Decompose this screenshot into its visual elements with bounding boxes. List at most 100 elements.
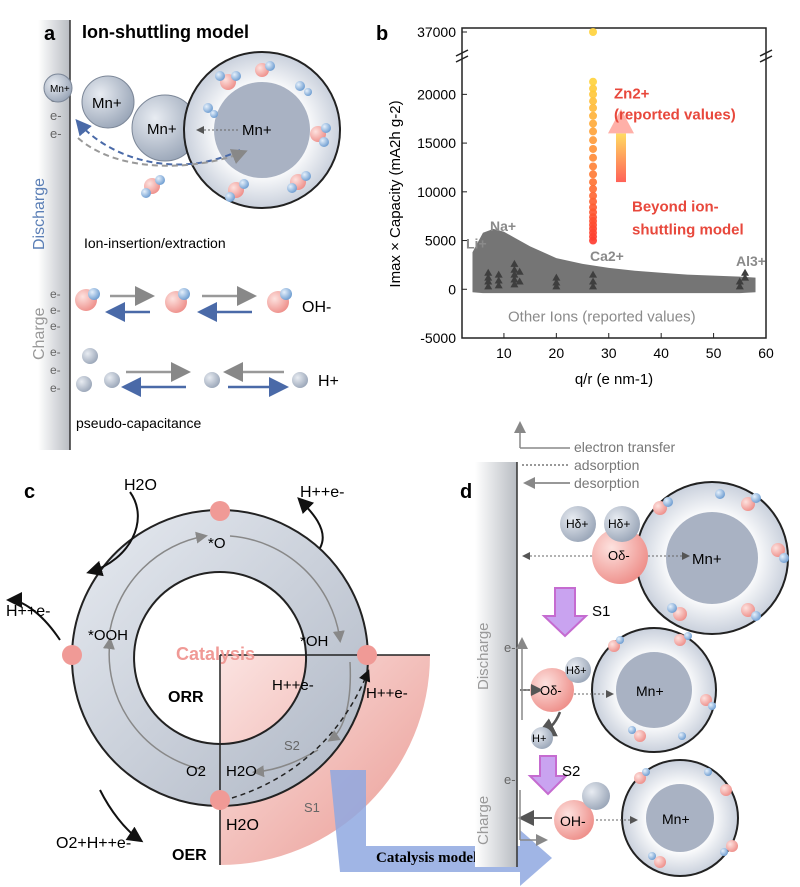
d-electron: e- — [504, 772, 516, 787]
node-o — [210, 501, 230, 521]
other-ion-point — [552, 282, 561, 290]
oh-label: OH- — [302, 299, 331, 316]
axis-break-mark — [455, 49, 469, 57]
electron-label: e- — [50, 381, 61, 395]
zn-point — [589, 170, 598, 179]
other-ion-point — [510, 275, 519, 283]
other-ion-point — [510, 265, 519, 273]
annotation-na: Na+ — [490, 218, 516, 234]
annotation-al: Al3+ — [736, 253, 766, 269]
annotation-beyond-1: Beyond ion- — [632, 198, 719, 215]
charge-label-a: Charge — [31, 307, 48, 360]
y-tick-label: -5000 — [420, 330, 456, 346]
d-bottom-ion: Mn+ — [662, 811, 690, 827]
x-tick-label: 20 — [549, 345, 565, 361]
c-h2o-bottom: H2O — [226, 817, 259, 834]
other-ion-point — [735, 277, 744, 285]
y-tick-label: 10000 — [417, 184, 456, 200]
y-tick-label: 15000 — [417, 135, 456, 151]
zn-point — [589, 104, 598, 113]
d-mid-h-free: H+ — [532, 733, 546, 745]
charge-arrow — [77, 137, 248, 167]
other-ion-point — [515, 277, 524, 285]
panel-label-b: b — [376, 23, 388, 45]
other-ion-point — [589, 277, 598, 285]
other-ion-point — [494, 281, 503, 289]
s2-arrow — [527, 755, 569, 796]
zn-point — [589, 97, 598, 106]
y-tick-label: 37000 — [417, 24, 456, 40]
zn-point — [589, 144, 598, 153]
zn-point — [589, 178, 598, 187]
water-molecules — [141, 61, 331, 202]
other-ion-point — [510, 259, 519, 267]
node-oh — [357, 645, 377, 665]
x-tick-label: 10 — [496, 345, 512, 361]
c-hplus-right: H++e- — [366, 685, 408, 702]
d-s2: S2 — [562, 763, 580, 780]
discharge-label-a: Discharge — [31, 178, 48, 250]
c-s2: S2 — [284, 738, 300, 753]
c-hplus-mid: H++e- — [272, 677, 314, 694]
other-ion-point — [741, 273, 750, 281]
d-top-water — [653, 489, 789, 621]
panel-label-c: c — [24, 481, 35, 503]
annotation-zn: Zn2+ — [614, 85, 650, 102]
other-ion-point — [484, 282, 493, 290]
pseudo-label: pseudo-capacitance — [76, 415, 202, 431]
d-top-h1: Hδ+ — [566, 517, 588, 531]
legend-desorption: desorption — [574, 475, 639, 491]
discharge-arrow — [75, 118, 241, 166]
d-mid-oxygen — [530, 668, 574, 712]
zn-point — [589, 184, 598, 193]
c-o2: O2 — [186, 763, 206, 780]
small-ion-label: Mn+ — [50, 84, 70, 95]
ion-label: Mn+ — [92, 95, 122, 112]
zn-point — [589, 203, 598, 212]
panel-c: c H2O H++e- *O H++e- *OOH Catalysis *OH … — [6, 477, 552, 886]
electron-label: e- — [50, 363, 61, 377]
electrode-d — [475, 462, 517, 867]
charge-label-d: Charge — [475, 796, 492, 845]
electron-label: e- — [50, 345, 61, 359]
d-top-o: Oδ- — [608, 548, 630, 563]
ion-circle — [81, 75, 135, 129]
x-tick-label: 40 — [653, 345, 669, 361]
electron-label: e- — [50, 319, 61, 333]
c-catalysis: Catalysis — [176, 644, 255, 664]
c-hplus-left: H++e- — [6, 603, 50, 620]
c-o2-bottom: O2+H++e- — [56, 835, 131, 852]
zn-point — [589, 28, 598, 36]
h-row — [76, 348, 308, 397]
d-mid-ion: Mn+ — [636, 683, 664, 699]
d-bottom-oxygen — [554, 800, 594, 840]
gradient-arrow-body — [616, 133, 626, 183]
other-ion-point — [494, 270, 503, 278]
d-top-h2: Hδ+ — [608, 517, 630, 531]
d-bottom-oh: OH- — [560, 813, 586, 829]
d-bottom-water — [634, 768, 738, 868]
d-top-oxygen — [592, 528, 648, 584]
annotation-li: Li+ — [466, 235, 487, 251]
zn-point — [589, 153, 598, 162]
d-mid-o: Oδ- — [540, 683, 562, 698]
d-mid-h: Hδ+ — [566, 665, 587, 677]
zn-point — [589, 119, 598, 128]
zn-point — [589, 84, 598, 93]
chart-frame — [461, 27, 767, 339]
d-electron: e- — [504, 640, 516, 655]
node-ooh — [62, 645, 82, 665]
catalysis-model-label: Catalysis model — [376, 850, 477, 866]
d-mid-free-h — [531, 727, 553, 749]
y-tick-label: 20000 — [417, 86, 456, 102]
y-tick-label: 0 — [448, 281, 456, 297]
zn-point — [589, 162, 598, 171]
catalysis-model-arrow — [330, 770, 552, 886]
y-axis-label: Imax × Capacity (mA2h g-2) — [387, 100, 404, 287]
other-ion-point — [552, 278, 561, 286]
c-s1: S1 — [304, 800, 320, 815]
axis-break-mark — [759, 49, 773, 57]
other-ion-point — [484, 268, 493, 276]
zn-point — [589, 90, 598, 99]
